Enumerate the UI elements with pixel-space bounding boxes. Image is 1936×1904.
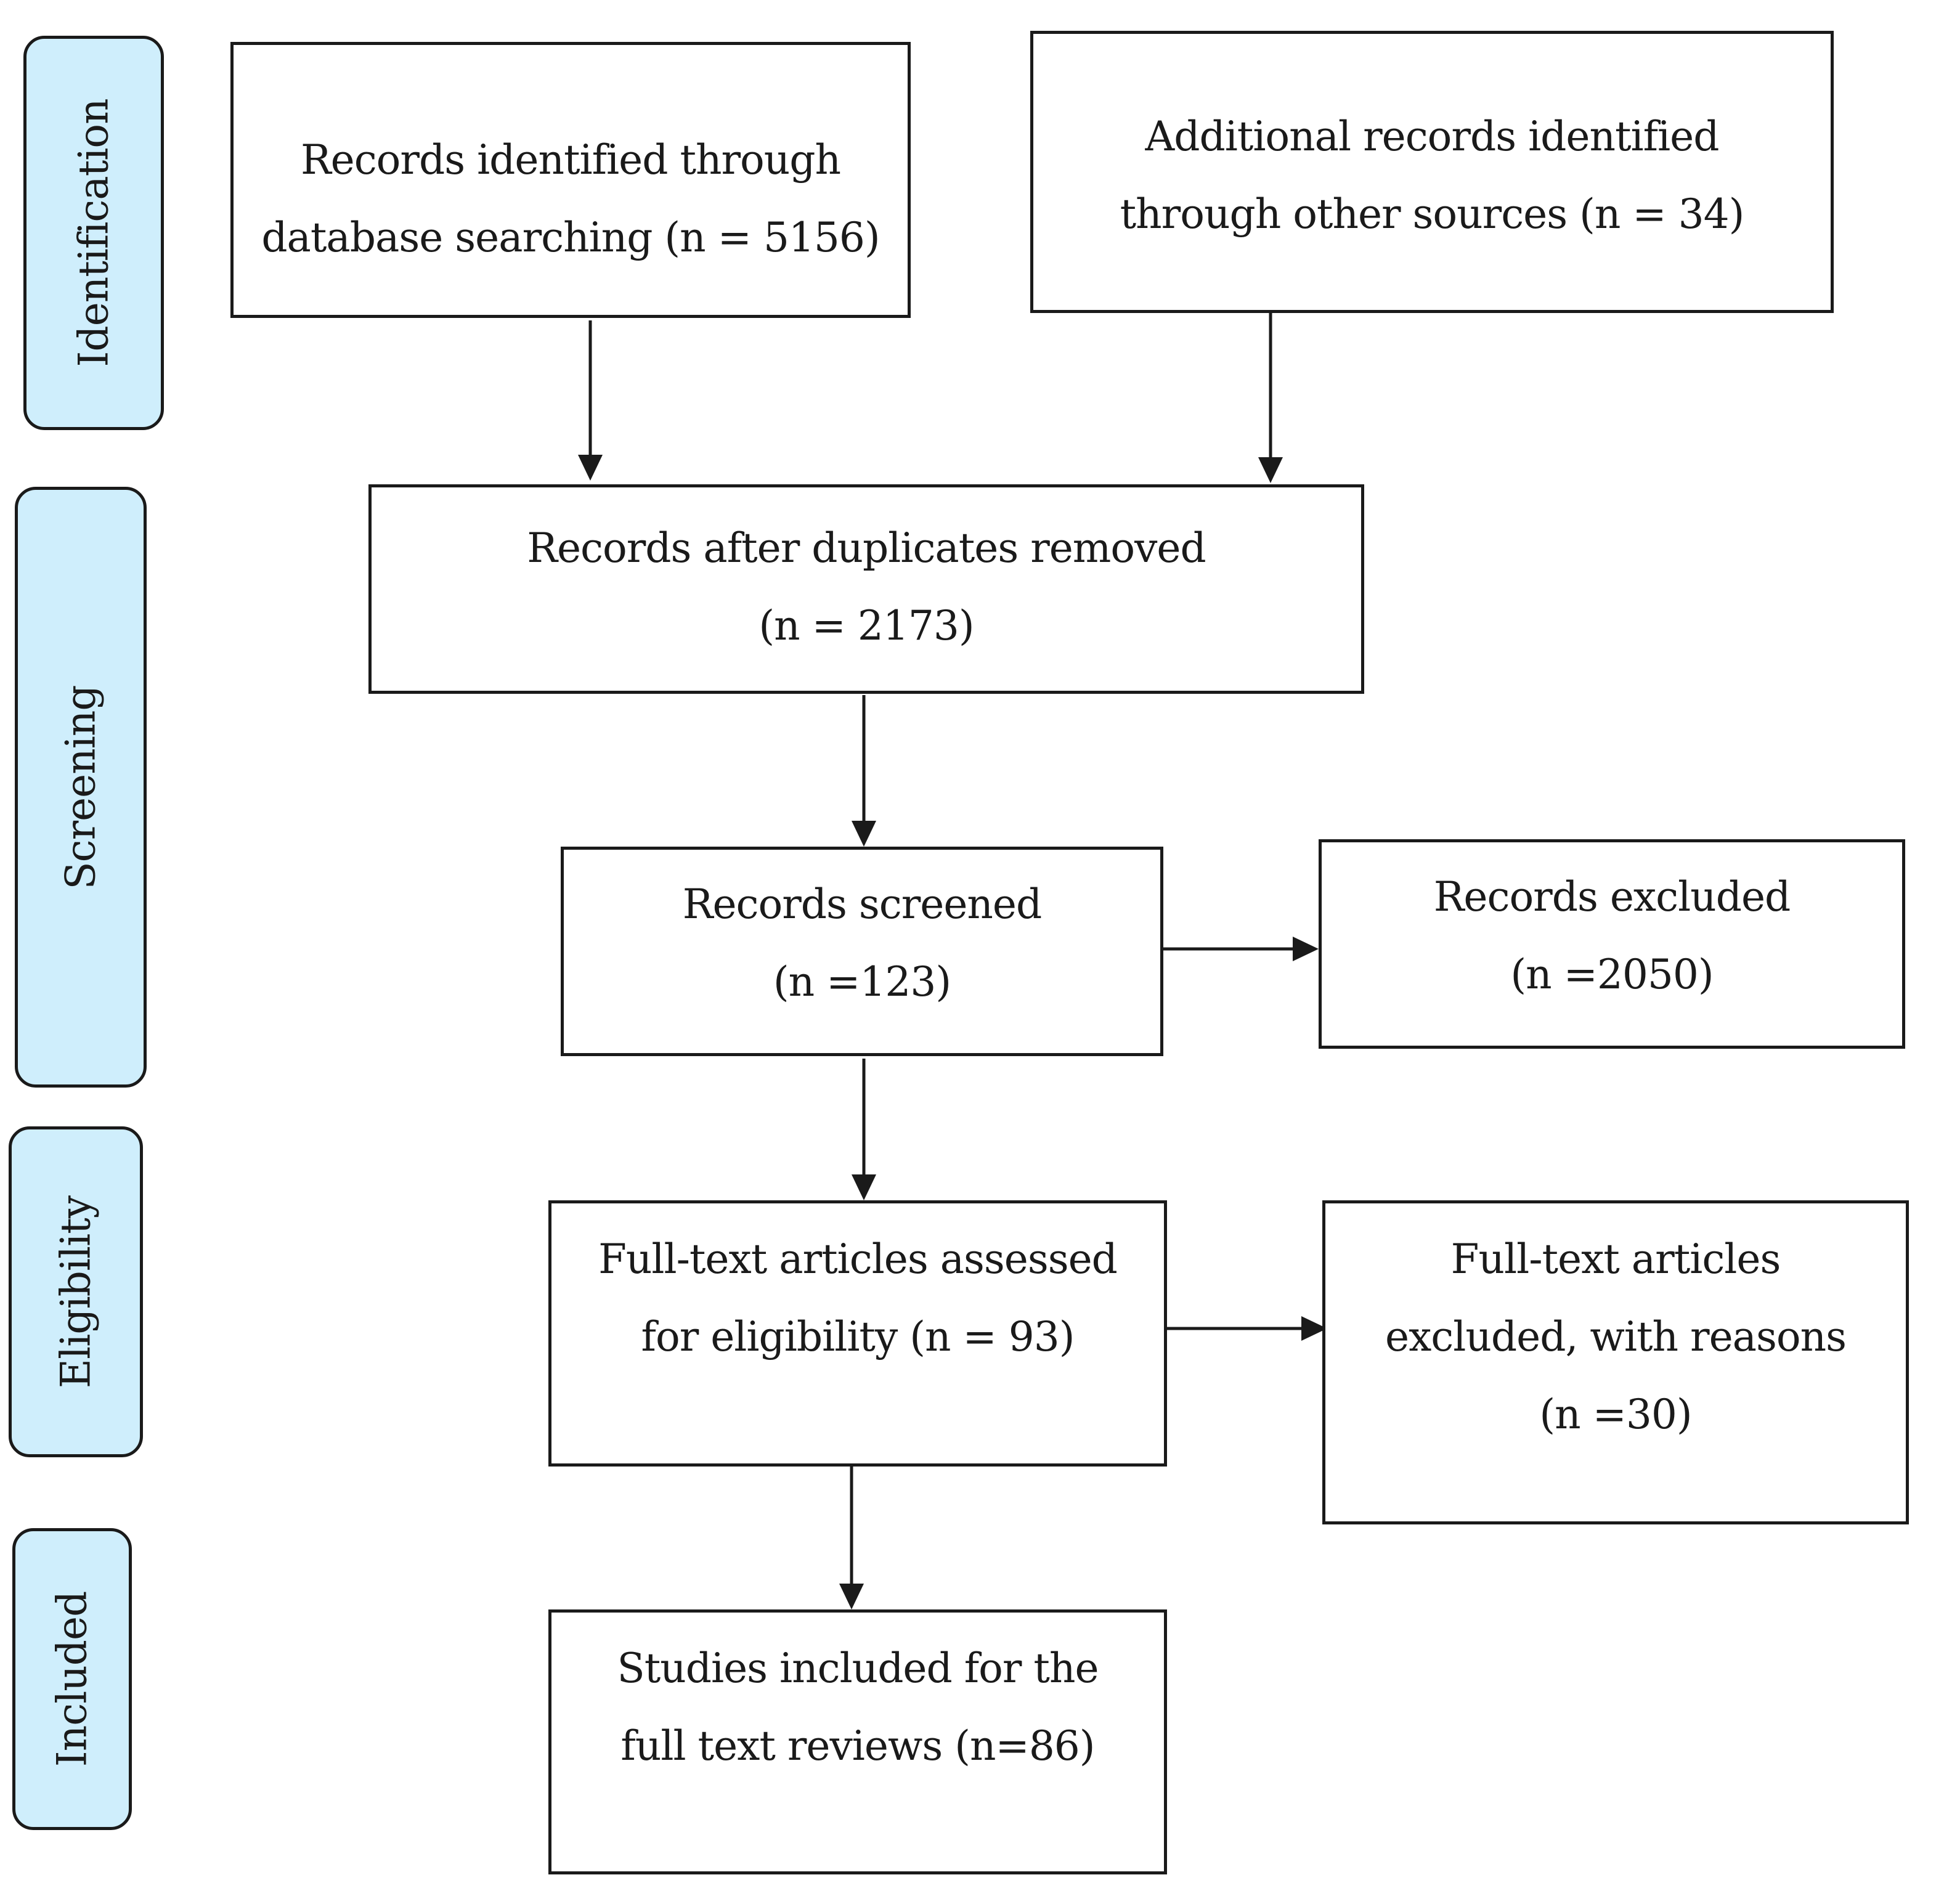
box-included-studies: Studies included for the full text revie… xyxy=(548,1609,1167,1874)
fulltext-assessed-line-1: Full-text articles assessed xyxy=(598,1235,1118,1283)
arrowhead-other-to-duplicates xyxy=(1258,457,1283,483)
stage-eligibility: Eligibility xyxy=(9,1126,143,1457)
arrowhead-screened-to-excluded xyxy=(1293,937,1319,961)
arrowhead-duplicates-to-screened xyxy=(852,821,876,847)
database-records-line-2: database searching (n = 5156) xyxy=(261,214,880,261)
box-database-records: Records identified through database sear… xyxy=(230,42,911,318)
arrowhead-database-to-duplicates xyxy=(578,455,603,481)
fulltext-excluded-line-3: (n =30) xyxy=(1539,1391,1692,1438)
box-fulltext-excluded: Full-text articles excluded, with reason… xyxy=(1322,1200,1909,1524)
other-sources-line-1: Additional records identified xyxy=(1145,113,1720,160)
stage-included: Included xyxy=(12,1528,132,1830)
other-sources-line-2: through other sources (n = 34) xyxy=(1120,190,1745,238)
box-records-excluded: Records excluded (n =2050) xyxy=(1319,839,1905,1049)
records-excluded-line-1: Records excluded xyxy=(1433,873,1791,921)
box-records-screened: Records screened (n =123) xyxy=(561,847,1163,1056)
fulltext-excluded-line-2: excluded, with reasons xyxy=(1385,1313,1847,1361)
stage-screening: Screening xyxy=(15,487,147,1088)
fulltext-excluded-line-1: Full-text articles xyxy=(1450,1235,1781,1283)
arrowhead-fulltext-to-included xyxy=(839,1584,864,1609)
database-records-line-1: Records identified through xyxy=(300,136,841,184)
after-duplicates-line-2: (n = 2173) xyxy=(759,602,974,649)
included-studies-line-2: full text reviews (n=86) xyxy=(620,1722,1095,1770)
arrowhead-fulltext-to-fulltext-excluded xyxy=(1301,1316,1327,1341)
box-fulltext-assessed: Full-text articles assessed for eligibil… xyxy=(548,1200,1167,1467)
records-excluded-line-2: (n =2050) xyxy=(1510,951,1714,998)
box-after-duplicates: Records after duplicates removed (n = 21… xyxy=(368,484,1364,694)
records-screened-line-2: (n =123) xyxy=(773,958,951,1006)
stage-identification: Identification xyxy=(23,36,164,430)
arrowhead-screened-to-fulltext xyxy=(852,1174,876,1200)
included-studies-line-1: Studies included for the xyxy=(617,1645,1099,1692)
after-duplicates-line-1: Records after duplicates removed xyxy=(527,524,1206,572)
fulltext-assessed-line-2: for eligibility (n = 93) xyxy=(641,1313,1075,1361)
box-other-sources: Additional records identified through ot… xyxy=(1030,31,1834,313)
records-screened-line-1: Records screened xyxy=(682,881,1042,928)
